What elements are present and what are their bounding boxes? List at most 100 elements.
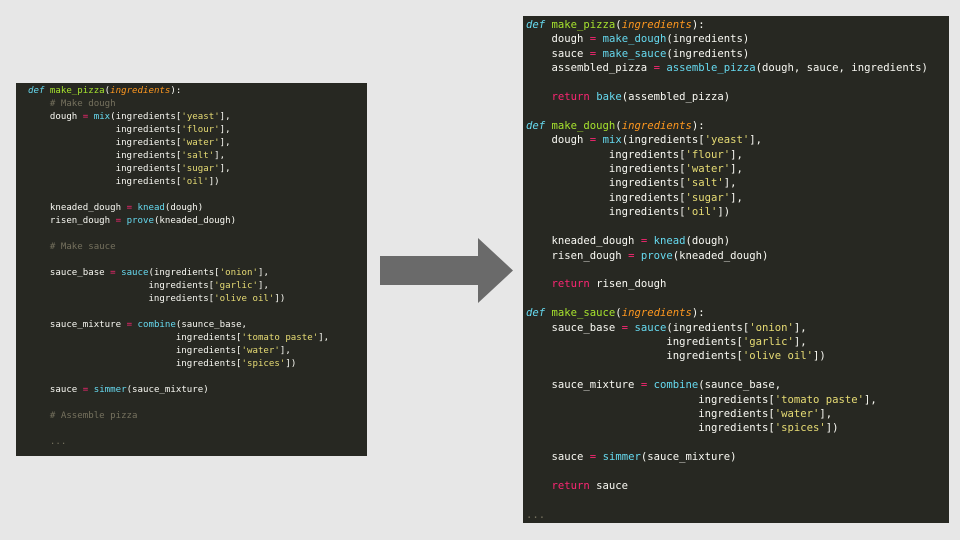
code-line: dough = mix(ingredients['yeast'], <box>28 111 367 124</box>
code-token: # Assemble pizza <box>28 411 138 421</box>
code-line: ... <box>526 508 949 522</box>
code-token: ], <box>730 191 743 204</box>
code-token: 'flour' <box>181 125 220 135</box>
code-token: sauce_mixture <box>28 320 127 330</box>
code-token: 'tomato paste' <box>774 393 865 406</box>
code-token: ], <box>214 151 226 161</box>
code-token: ingredients[ <box>28 125 182 135</box>
code-line: return bake(assembled_pizza) <box>526 90 949 104</box>
code-token: ], <box>279 346 291 356</box>
code-token: (ingredients[ <box>621 134 705 147</box>
code-token: (ingredients[ <box>666 321 750 334</box>
code-token: ingredients <box>621 119 692 132</box>
code-token: prove <box>640 249 673 262</box>
code-token: ingredients[ <box>526 407 775 420</box>
code-token: ingredients[ <box>526 163 686 176</box>
code-line: risen_dough = prove(kneaded_dough) <box>526 249 949 263</box>
code-panel-after: def make_pizza(ingredients): dough = mak… <box>523 16 949 523</box>
code-token: make_sauce <box>551 307 616 320</box>
code-token: risen_dough <box>589 278 667 291</box>
code-line: ingredients['spices']) <box>28 358 367 371</box>
code-token: risen_dough <box>28 216 116 226</box>
code-token: ingredients[ <box>526 177 686 190</box>
code-token: make_sauce <box>602 47 667 60</box>
code-token: = <box>115 216 122 226</box>
code-line: ingredients['oil']) <box>526 205 949 219</box>
code-line: # Assemble pizza <box>28 410 367 423</box>
code-token: = <box>640 379 648 392</box>
code-token: def <box>526 119 552 132</box>
code-token: ], <box>257 281 269 291</box>
code-token: ]) <box>208 177 220 187</box>
code-line <box>526 465 949 479</box>
code-token: simmer <box>93 385 127 395</box>
code-line: return risen_dough <box>526 277 949 291</box>
code-line: ingredients['water'], <box>28 345 367 358</box>
code-token: ], <box>318 333 330 343</box>
code-token <box>526 91 552 103</box>
code-token: ingredients[ <box>28 177 182 187</box>
code-token: # Make dough <box>28 99 116 109</box>
code-line: ingredients['salt'], <box>526 176 949 190</box>
code-token: ingredients[ <box>526 191 686 204</box>
code-line: ingredients['sugar'], <box>28 163 367 176</box>
code-token: make_dough <box>551 119 616 132</box>
code-token: = <box>589 134 597 147</box>
code-token: ( <box>615 119 622 132</box>
code-token: sauce <box>634 321 667 334</box>
code-token: (saunce_base, <box>698 379 782 392</box>
code-line: kneaded_dough = knead(dough) <box>28 202 367 215</box>
code-token: 'oil' <box>685 206 718 219</box>
code-token: ]) <box>813 350 826 363</box>
code-token: knead <box>653 235 686 248</box>
code-token: # Make sauce <box>28 242 116 252</box>
code-token: ingredients <box>621 307 692 320</box>
code-token: 'water' <box>685 163 731 176</box>
code-line: ingredients['oil']) <box>28 176 367 189</box>
code-token: (ingredients[ <box>110 112 182 122</box>
code-token: ], <box>219 112 231 122</box>
code-token: 'water' <box>774 407 820 420</box>
code-token: ingredients[ <box>526 422 775 435</box>
code-token: ingredients[ <box>526 148 686 161</box>
code-line <box>28 254 367 267</box>
code-token: ingredients[ <box>28 359 242 369</box>
code-token: ): <box>691 307 705 320</box>
code-line: ingredients['water'], <box>526 162 949 176</box>
code-token: (dough) <box>164 203 204 213</box>
code-line: def make_pizza(ingredients): <box>526 18 949 32</box>
code-token: ], <box>730 148 743 161</box>
code-token: ingredients[ <box>28 294 215 304</box>
code-line: ingredients['flour'], <box>526 148 949 162</box>
code-line: ingredients['flour'], <box>28 124 367 137</box>
code-token: 'spices' <box>241 359 286 369</box>
code-line: sauce_base = sauce(ingredients['onion'], <box>526 321 949 335</box>
code-token: simmer <box>602 451 641 464</box>
code-token: = <box>110 268 116 278</box>
code-token: 'oil' <box>181 177 209 187</box>
code-token: kneaded_dough <box>526 235 641 248</box>
code-token: (ingredients) <box>666 33 750 46</box>
code-line <box>526 220 949 234</box>
code-token: ingredients[ <box>28 138 182 148</box>
code-line: sauce_base = sauce(ingredients['onion'], <box>28 267 367 280</box>
code-token: ingredients[ <box>526 393 775 406</box>
code-token: sauce <box>28 385 83 395</box>
code-token: ], <box>723 177 737 190</box>
code-token: ], <box>749 134 763 147</box>
code-token: (dough, sauce, ingredients) <box>755 62 928 75</box>
code-token: knead <box>137 203 165 213</box>
code-token: 'garlic' <box>214 281 258 291</box>
code-token: ): <box>691 119 705 132</box>
code-line <box>526 436 949 450</box>
code-token: ], <box>793 335 807 348</box>
code-token: ], <box>819 407 833 420</box>
code-line: def make_sauce(ingredients): <box>526 306 949 320</box>
code-line: ingredients['garlic'], <box>526 335 949 349</box>
code-token: mix <box>93 112 111 122</box>
code-token: 'sugar' <box>181 164 220 174</box>
code-line: risen_dough = prove(kneaded_dough) <box>28 215 367 228</box>
code-token: ], <box>864 393 877 406</box>
code-line <box>526 493 949 507</box>
code-token: (saunce_base, <box>175 320 248 330</box>
